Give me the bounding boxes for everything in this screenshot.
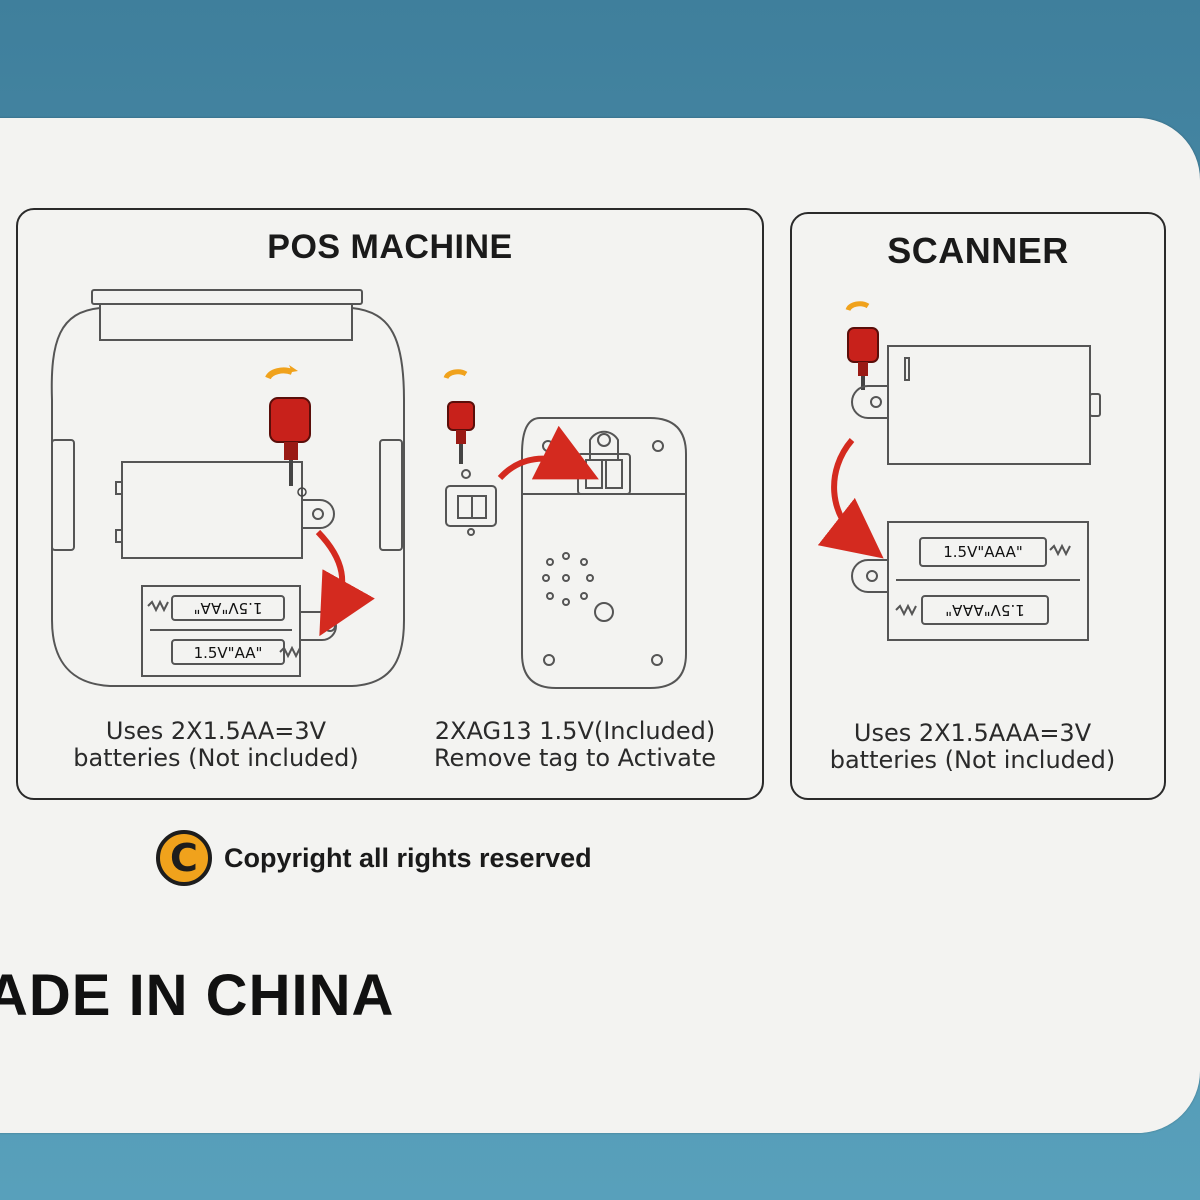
pos-machine-title: POS MACHINE (267, 228, 513, 266)
copyright-notice: C Copyright all rights reserved (156, 826, 592, 890)
screwdriver-icon (265, 365, 311, 497)
curved-arrow-icon (817, 438, 884, 559)
curved-arrow-icon (497, 425, 599, 481)
aa-battery-caption: Uses 2X1.5AA=3V batteries (Not included) (36, 718, 396, 772)
button-cell-tag-drawing (443, 369, 687, 689)
scanner-panel: SCANNER (790, 212, 1166, 800)
made-in-china-text: ADE IN CHINA (0, 963, 395, 1028)
aaa-battery-label-top: 1.5V"AAA" (943, 543, 1023, 561)
aaa-caption-line1: Uses 2X1.5AAA=3V (853, 719, 1092, 747)
aa-caption-line2: batteries (Not included) (73, 744, 359, 772)
pos-machine-drawing (50, 289, 405, 687)
copyright-text: Copyright all rights reserved (224, 842, 592, 873)
aaa-battery-label-bottom: 1.5V"AAA" (945, 601, 1025, 619)
ag13-caption: 2XAG13 1.5V(Included) Remove tag to Acti… (400, 718, 750, 772)
scanner-title: SCANNER (887, 230, 1069, 271)
aa-battery-label-bottom: 1.5V"AA" (194, 644, 263, 662)
ag13-caption-line1: 2XAG13 1.5V(Included) (434, 717, 716, 745)
pos-machine-panel: POS MACHINE (16, 208, 764, 800)
curved-arrow-icon (315, 529, 375, 637)
aaa-battery-caption: Uses 2X1.5AAA=3V batteries (Not included… (800, 720, 1145, 774)
scanner-drawing (845, 301, 1101, 641)
ag13-caption-line2: Remove tag to Activate (433, 744, 717, 772)
copyright-icon: C (156, 830, 212, 886)
instruction-label-card (0, 118, 1200, 1133)
aaa-caption-line2: batteries (Not included) (829, 746, 1116, 774)
aa-caption-line1: Uses 2X1.5AA=3V (105, 717, 327, 745)
aa-battery-label-top: 1.5V"AA" (194, 599, 263, 617)
